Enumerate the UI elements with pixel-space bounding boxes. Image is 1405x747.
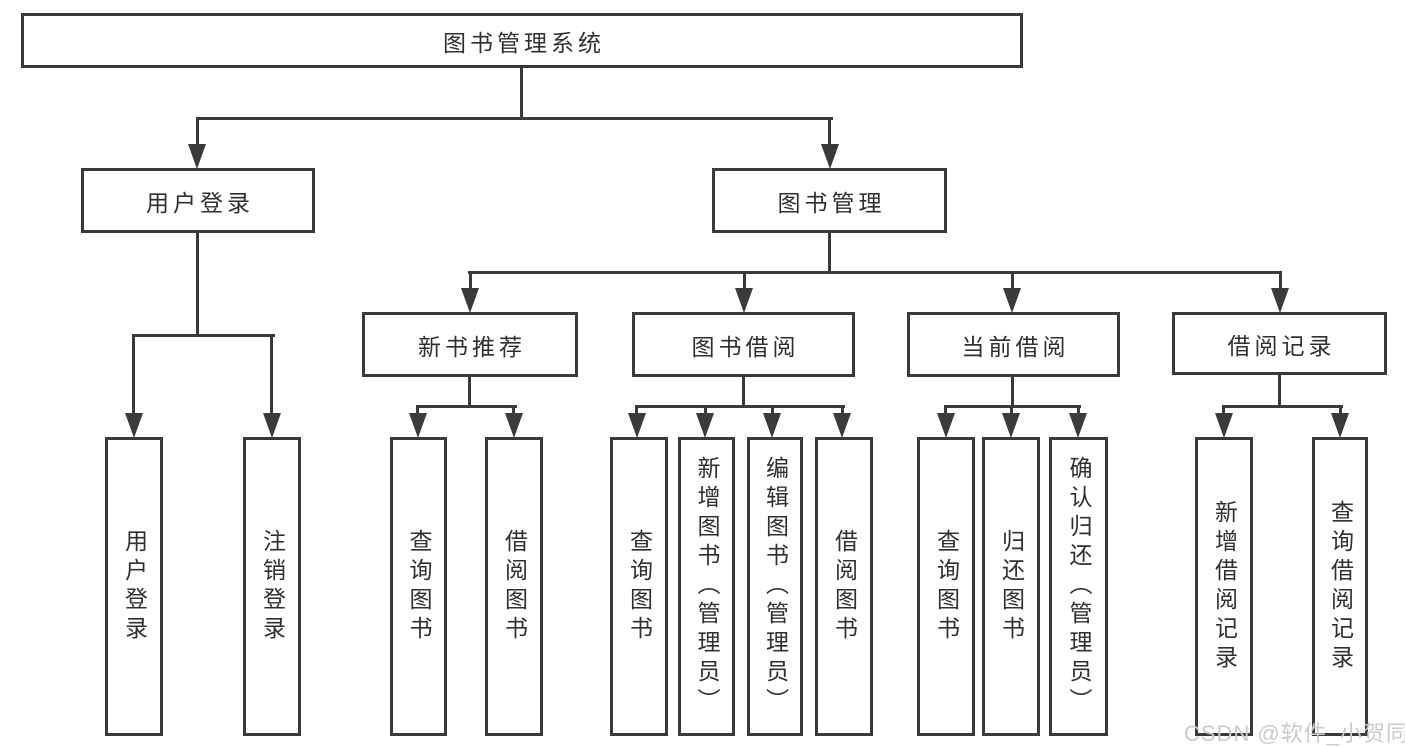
connector-branch xyxy=(1339,405,1342,415)
leaf-borrow-books-recommend: 借阅图书 xyxy=(485,437,543,736)
node-book-management: 图书管理 xyxy=(712,168,947,233)
connector-current-borrow-drop xyxy=(1011,377,1014,407)
connector-user-login-drop xyxy=(196,233,199,336)
node-label: 当前借阅 xyxy=(961,333,1070,360)
connector-branch xyxy=(1077,405,1080,415)
arrowhead-down-icon xyxy=(1069,413,1087,438)
connector-book-mgmt-rail xyxy=(468,271,1282,274)
connector-root-drop xyxy=(520,67,523,119)
arrowhead-down-icon xyxy=(696,413,714,438)
leaf-label: 新增图书（管理员） xyxy=(694,456,720,717)
arrowhead-down-icon xyxy=(1271,288,1289,313)
leaf-query-borrow-record: 查询借阅记录 xyxy=(1312,437,1368,736)
node-book-borrowing: 图书借阅 xyxy=(632,312,855,377)
arrowhead-down-icon xyxy=(1003,288,1021,313)
connector-new-book-rail xyxy=(416,405,517,408)
arrowhead-down-icon xyxy=(188,144,206,169)
leaf-edit-books-admin: 编辑图书（管理员） xyxy=(747,437,803,736)
leaf-query-books-recommend: 查询图书 xyxy=(390,437,447,736)
connector-branch xyxy=(1011,271,1014,290)
connector-borrow-record-drop xyxy=(1278,375,1281,407)
arrowhead-down-icon xyxy=(821,144,839,169)
leaf-label: 查询图书 xyxy=(933,528,960,645)
leaf-add-borrow-record: 新增借阅记录 xyxy=(1195,437,1253,736)
leaf-label: 编辑图书（管理员） xyxy=(762,456,789,717)
leaf-return-books: 归还图书 xyxy=(982,437,1040,736)
leaf-label: 归还图书 xyxy=(998,528,1025,645)
connector-branch xyxy=(1222,405,1225,415)
arrowhead-down-icon xyxy=(937,413,955,438)
arrowhead-down-icon xyxy=(409,413,427,438)
connector-branch xyxy=(704,405,707,415)
connector-branch xyxy=(944,405,947,415)
leaf-label: 借阅图书 xyxy=(501,528,528,645)
connector-book-borrow-drop xyxy=(742,377,745,407)
connector-book-mgmt-drop xyxy=(828,233,831,273)
leaf-add-books-admin: 新增图书（管理员） xyxy=(678,437,735,736)
arrowhead-down-icon xyxy=(125,413,143,438)
leaf-label: 注销登录 xyxy=(259,528,286,645)
connector-branch xyxy=(771,405,774,415)
leaf-query-books-borrowing: 查询图书 xyxy=(610,437,668,736)
connector-branch xyxy=(1010,405,1013,415)
connector-branch xyxy=(1279,271,1282,290)
csdn-watermark: CSDN @软件_小贺同学 xyxy=(1184,721,1405,746)
connector-borrow-record-rail xyxy=(1222,405,1343,408)
connector-book-borrow-rail xyxy=(635,405,845,408)
arrowhead-down-icon xyxy=(735,288,753,313)
connector-root-rail xyxy=(196,117,833,120)
arrowhead-down-icon xyxy=(1215,413,1233,438)
connector-branch xyxy=(270,334,273,415)
node-user-login: 用户登录 xyxy=(81,168,315,233)
arrowhead-down-icon xyxy=(1331,413,1349,438)
connector-branch xyxy=(132,334,135,415)
arrowhead-down-icon xyxy=(505,413,523,438)
node-label: 新书推荐 xyxy=(418,333,526,360)
arrowhead-down-icon xyxy=(461,288,479,313)
leaf-label: 新增借阅记录 xyxy=(1211,499,1238,674)
leaf-label: 查询借阅记录 xyxy=(1327,499,1354,674)
leaf-label: 用户登录 xyxy=(121,528,148,645)
leaf-confirm-return-admin: 确认归还（管理员） xyxy=(1049,437,1108,736)
connector-branch xyxy=(512,405,515,415)
leaf-label: 查询图书 xyxy=(406,528,432,645)
arrowhead-down-icon xyxy=(628,413,646,438)
connector-branch xyxy=(469,271,472,290)
leaf-label: 确认归还（管理员） xyxy=(1066,456,1092,717)
node-label: 用户登录 xyxy=(146,189,254,216)
node-label: 图书管理 xyxy=(777,189,886,216)
connector-branch xyxy=(828,117,831,146)
connector-branch xyxy=(196,117,199,146)
leaf-logout: 注销登录 xyxy=(243,437,301,736)
connector-branch xyxy=(416,405,419,415)
leaf-label: 查询图书 xyxy=(626,528,653,645)
connector-branch xyxy=(841,405,844,415)
arrowhead-down-icon xyxy=(1002,413,1020,438)
node-new-book-recommend: 新书推荐 xyxy=(362,312,578,377)
arrowhead-down-icon xyxy=(833,413,851,438)
node-label: 借阅记录 xyxy=(1227,332,1336,359)
connector-user-login-rail xyxy=(132,334,275,337)
connector-new-book-drop xyxy=(468,377,471,407)
arrowhead-down-icon xyxy=(763,413,781,438)
connector-branch xyxy=(743,271,746,290)
node-current-borrowing: 当前借阅 xyxy=(907,312,1120,377)
connector-branch xyxy=(635,405,638,415)
node-borrowing-records: 借阅记录 xyxy=(1172,312,1387,375)
arrowhead-down-icon xyxy=(263,413,281,438)
node-label: 图书管理系统 xyxy=(443,29,605,56)
leaf-user-login: 用户登录 xyxy=(105,437,163,736)
leaf-borrow-books: 借阅图书 xyxy=(815,437,873,736)
leaf-query-books-current: 查询图书 xyxy=(917,437,975,736)
leaf-label: 借阅图书 xyxy=(831,528,858,645)
node-label: 图书借阅 xyxy=(691,333,800,360)
node-library-management-system: 图书管理系统 xyxy=(21,13,1023,68)
